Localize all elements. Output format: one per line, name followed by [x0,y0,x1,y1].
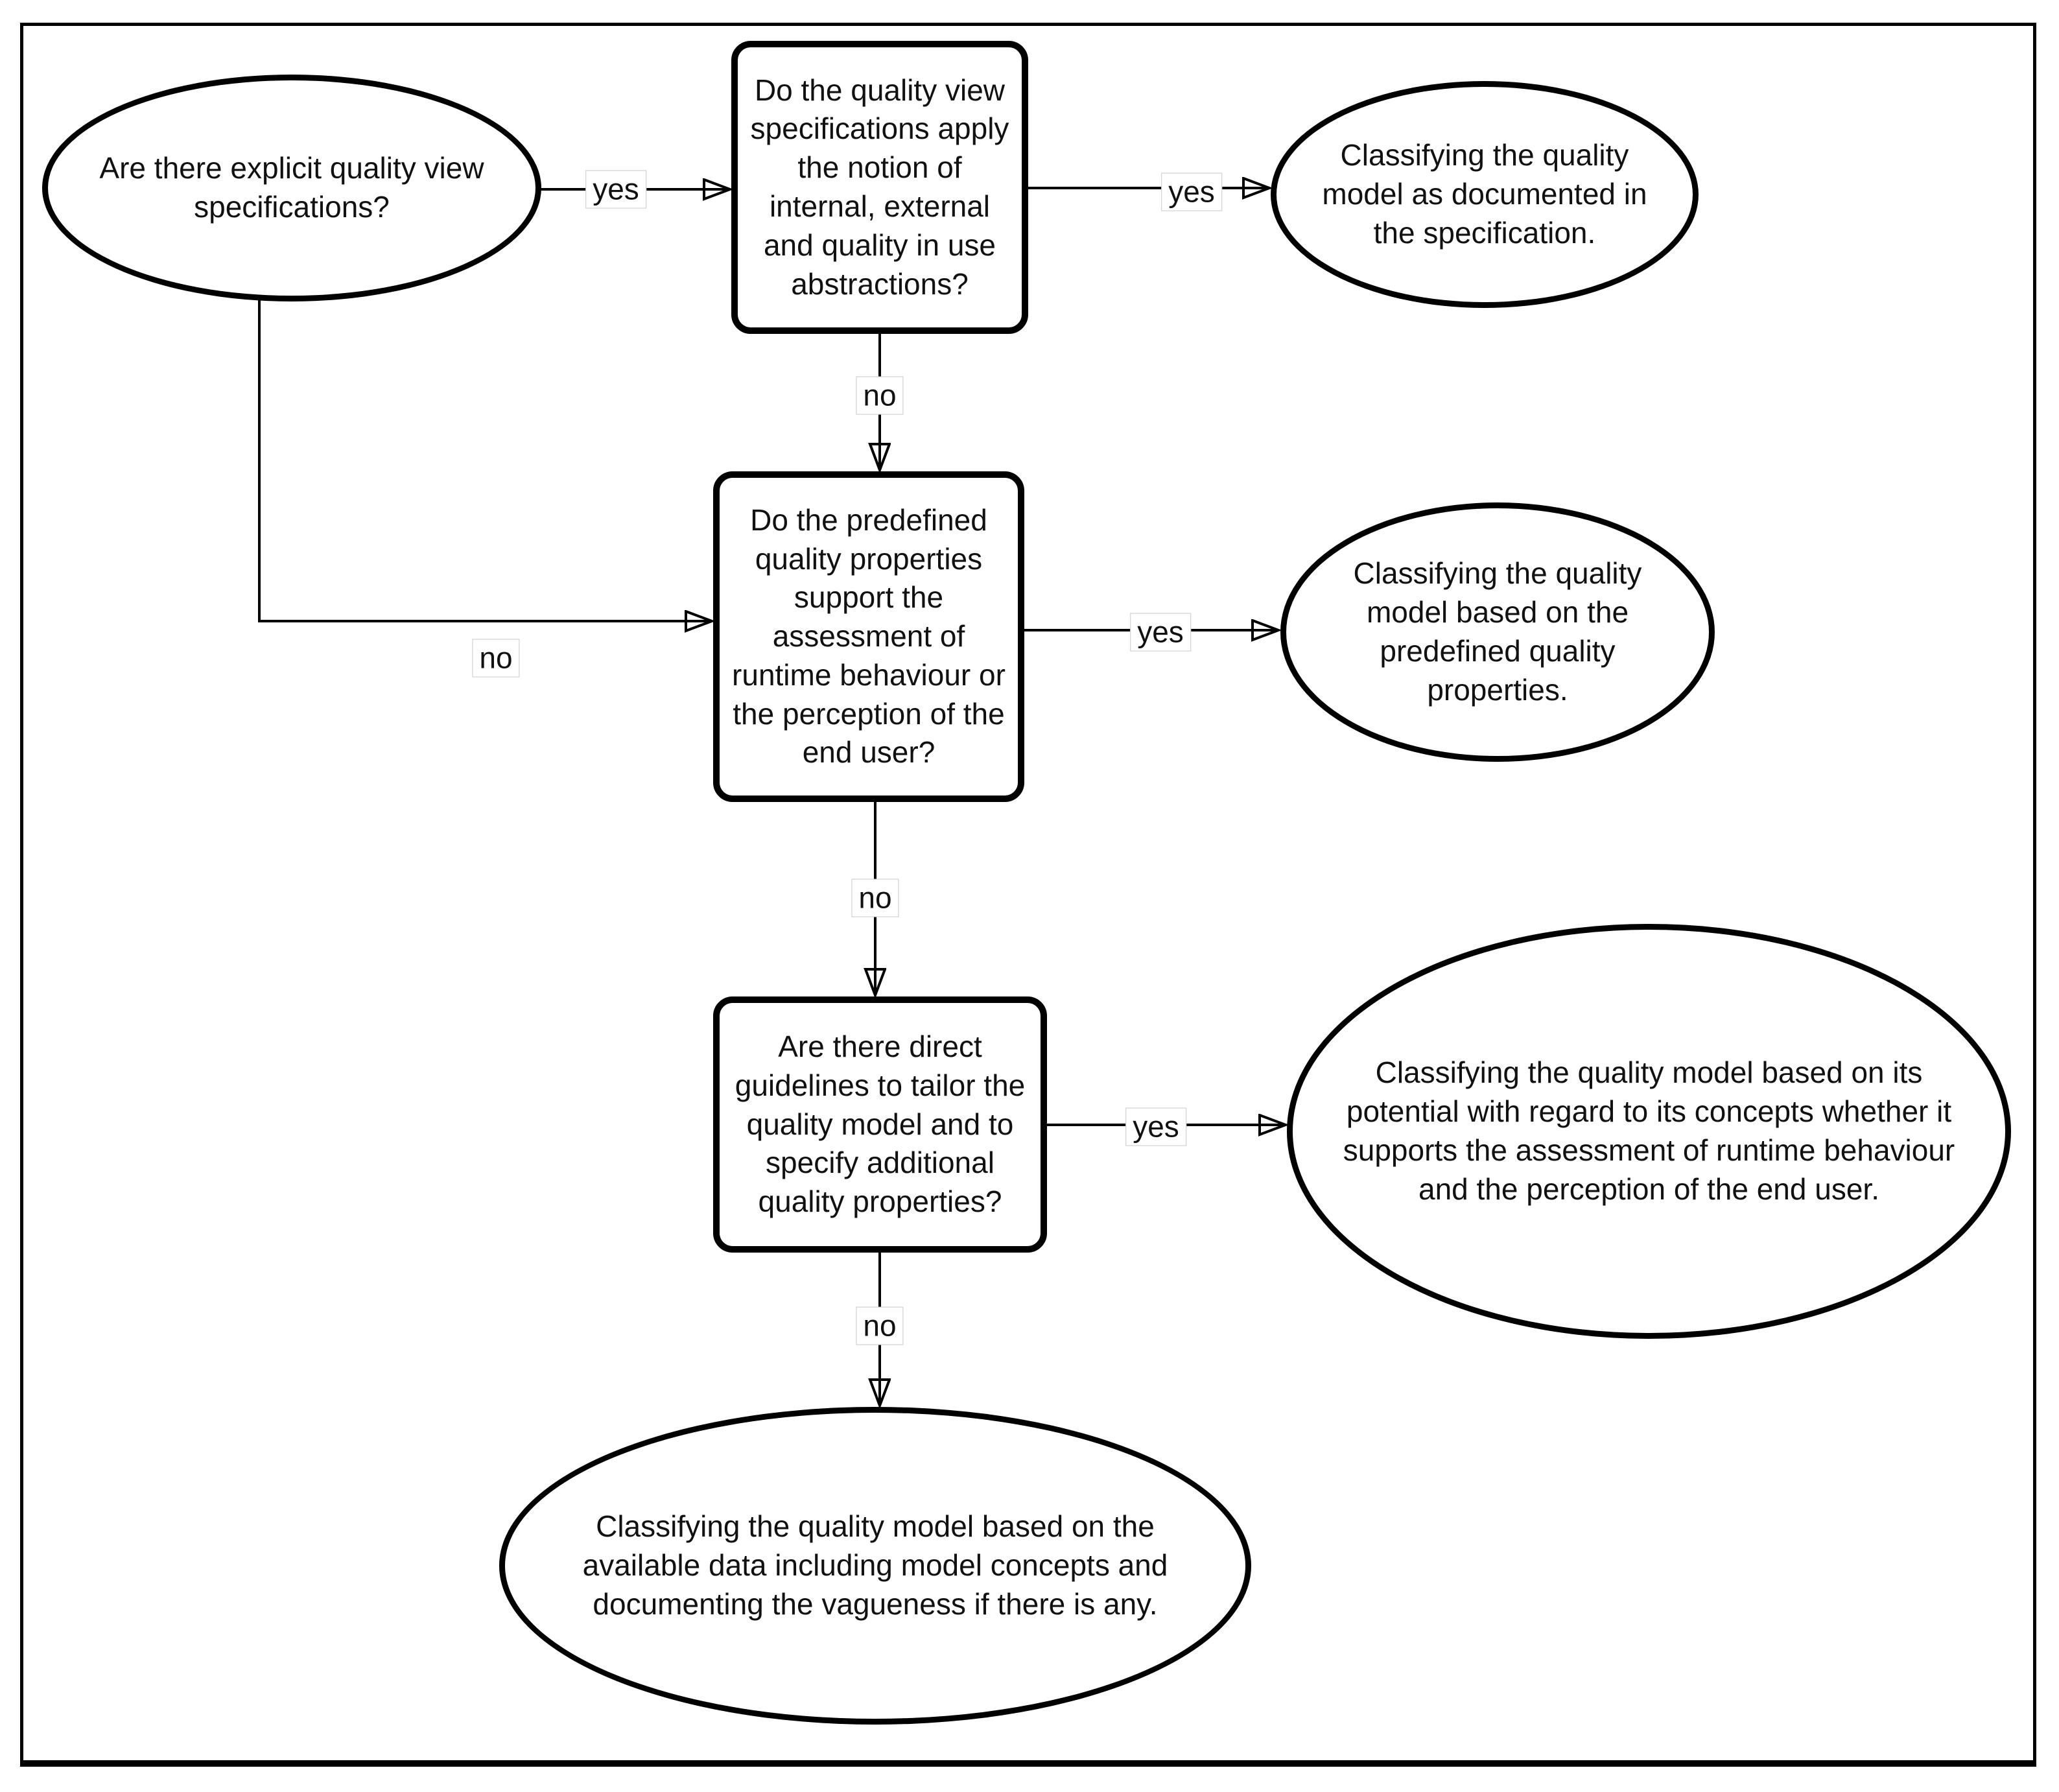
decision-direct-guidelines-to-tailor: Are there direct guidelines to tailor th… [713,996,1047,1253]
outer-border [20,23,2036,1767]
edge-label-no-4: no [856,1306,904,1345]
outcome-classify-by-available-data: Classifying the quality model based on t… [499,1407,1251,1725]
decision-internal-external-quality-in-use: Do the quality view specifications apply… [731,41,1028,334]
outcome-classify-by-potential-of-concepts: Classifying the quality model based on i… [1287,924,2011,1339]
edge-label-no-2: no [472,639,520,678]
edge-label-yes-2: yes [1161,172,1222,211]
decision-predefined-properties-support-assessment: Do the predefined quality properties sup… [713,471,1024,802]
edge-label-yes-4: yes [1125,1107,1186,1146]
decision-explicit-quality-view-specifications: Are there explicit quality view specific… [42,75,541,301]
outcome-classify-by-predefined-properties: Classifying the quality model based on t… [1280,502,1715,762]
edge-label-yes-1: yes [585,170,646,209]
edge-label-no-3: no [851,878,899,917]
outcome-classify-as-documented: Classifying the quality model as documen… [1271,81,1699,308]
edge-label-yes-3: yes [1130,613,1191,652]
edge-label-no-1: no [856,376,904,415]
